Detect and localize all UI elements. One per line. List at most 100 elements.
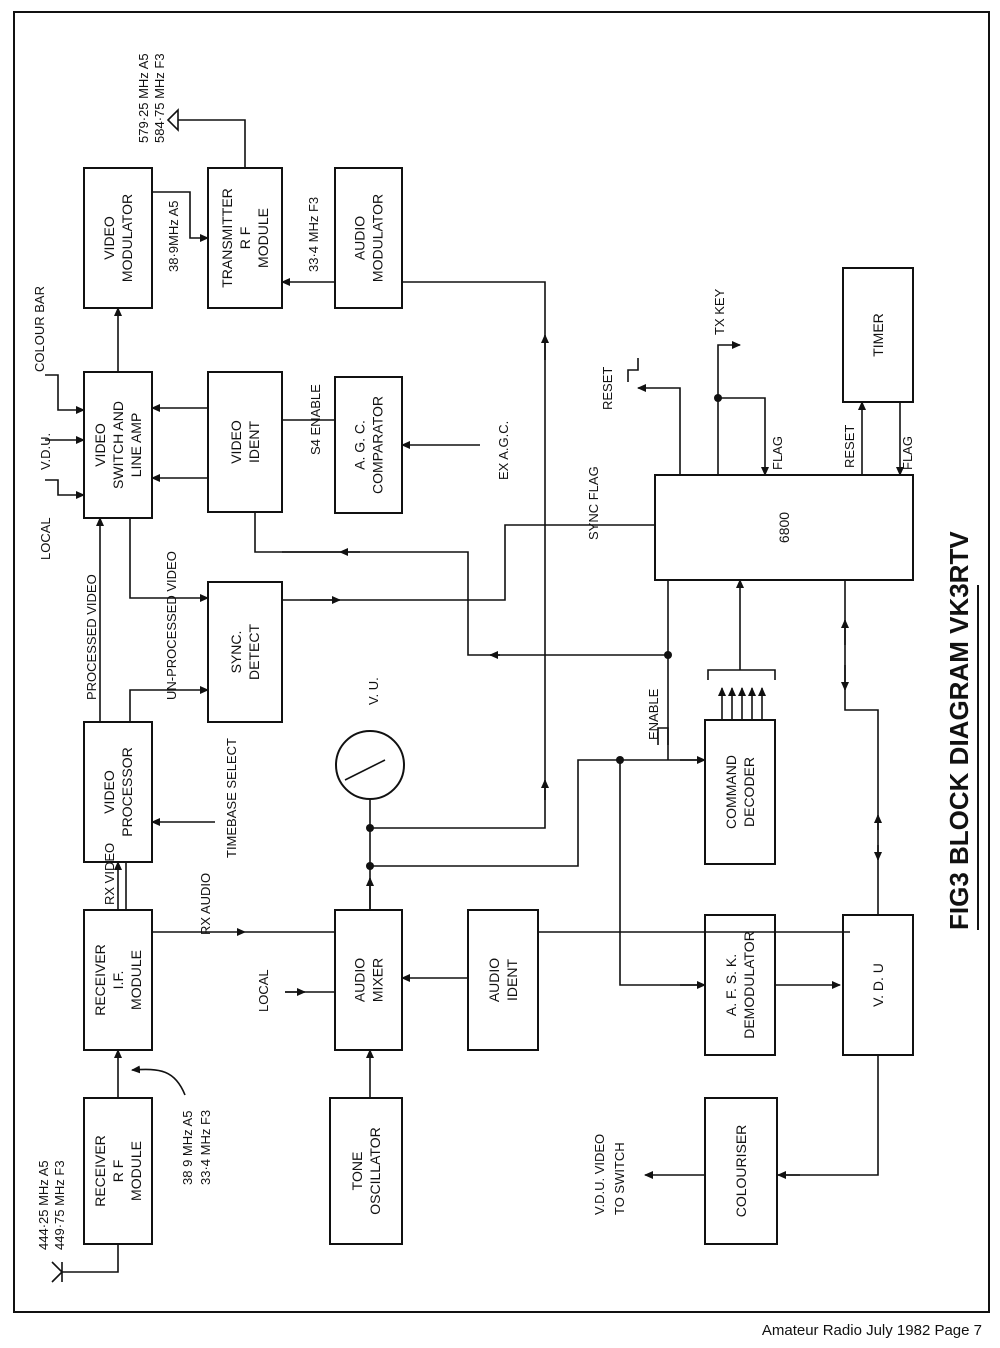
label-if-freq-a5: 38 9 MHz A5 — [180, 1111, 195, 1185]
block-label-line: IDENT — [504, 959, 520, 1001]
label-reset-cpu: RESET — [600, 367, 615, 410]
block-cpu: 6800 — [654, 474, 914, 581]
block-label: A. G. C.COMPARATOR — [352, 396, 386, 494]
block-label-line: RECEIVER — [92, 1135, 108, 1207]
label-to-switch: TO SWITCH — [612, 1142, 627, 1215]
page-border — [13, 11, 990, 1313]
label-tx-freq-f3: 584·75 MHz F3 — [152, 53, 167, 143]
block-label: 6800 — [776, 512, 792, 543]
block-label-line: MODULE — [128, 950, 144, 1010]
block-label-line: 6800 — [776, 512, 792, 543]
block-label: TIMER — [870, 313, 886, 357]
block-afsk-demodulator: A. F. S. K.DEMODULATOR — [704, 914, 776, 1056]
block-label-line: A. G. C. — [352, 420, 368, 470]
block-label-line: TRANSMITTER — [219, 188, 235, 288]
page-footer: Amateur Radio July 1982 Page 7 — [761, 1322, 982, 1339]
label-rx-video: RX VIDEO — [102, 843, 117, 905]
block-label-line: MODULATOR — [370, 194, 386, 282]
block-label-line: AUDIO — [486, 958, 502, 1002]
junction-dots — [366, 394, 722, 870]
block-label-line: SYNC. — [228, 631, 244, 674]
block-label-line: SWITCH AND — [110, 401, 126, 489]
antenna-icon — [51, 1261, 63, 1283]
label-vmod-freq: 38·9MHz A5 — [166, 200, 181, 272]
block-label-line: PROCESSOR — [119, 747, 135, 836]
block-label-line: MODULATOR — [119, 194, 135, 282]
block-agc-comparator: A. G. C.COMPARATOR — [334, 376, 403, 514]
block-label-line: VIDEO — [228, 420, 244, 464]
block-label-line: COLOURISER — [733, 1125, 749, 1218]
block-label-line: VIDEO — [92, 423, 108, 467]
block-label: SYNC.DETECT — [228, 624, 262, 680]
block-label: V. D. U — [870, 963, 886, 1007]
label-ex-agc: EX A.G.C. — [496, 421, 511, 480]
label-local-audio: LOCAL — [256, 969, 271, 1012]
block-label-line: I.F. — [110, 971, 126, 990]
label-vdu-in: V.D.U. — [38, 433, 53, 470]
block-label-line: VIDEO — [101, 770, 117, 814]
block-label-line: IDENT — [246, 421, 262, 463]
block-label-line: DETECT — [246, 624, 262, 680]
block-label-line: RECEIVER — [92, 944, 108, 1016]
block-label-line: AUDIO — [352, 958, 368, 1002]
block-label-line: V. D. U — [870, 963, 886, 1007]
block-label-line: TONE — [349, 1152, 365, 1191]
block-label-line: TIMER — [870, 313, 886, 357]
block-label-line: COMPARATOR — [370, 396, 386, 494]
label-rx-freq-f3: 449·75 MHz F3 — [52, 1160, 67, 1250]
label-rx-audio: RX AUDIO — [198, 873, 213, 935]
block-label: A. F. S. K.DEMODULATOR — [723, 931, 757, 1039]
label-processed-video: PROCESSED VIDEO — [84, 574, 99, 700]
block-label-line: LINE AMP — [128, 413, 144, 478]
label-sync-flag: SYNC FLAG — [586, 466, 601, 540]
label-vdu-video: V.D.U. VIDEO — [592, 1134, 607, 1215]
block-label-line: OSCILLATOR — [367, 1127, 383, 1214]
diagram-title: FIG3 BLOCK DIAGRAM VK3RTV — [944, 531, 974, 930]
block-label-line: R F — [110, 1160, 126, 1183]
label-rx-freq-a5: 444·25 MHz A5 — [36, 1160, 51, 1250]
block-timer: TIMER — [842, 267, 914, 403]
antenna-icon — [166, 108, 179, 132]
label-unprocessed-video: UN-PROCESSED VIDEO — [164, 551, 179, 700]
label-local-video: LOCAL — [38, 517, 53, 560]
block-sync-detect: SYNC.DETECT — [207, 581, 283, 723]
label-reset-timer: RESET — [842, 425, 857, 468]
label-flag-timer: FLAG — [900, 436, 915, 470]
label-amod-freq: 33·4 MHz F3 — [306, 197, 321, 272]
label-s4-enable: S4 ENABLE — [308, 384, 323, 455]
label-timebase-select: TIMEBASE SELECT — [224, 738, 239, 858]
label-tx-freq-a5: 579·25 MHz A5 — [136, 53, 151, 143]
label-if-freq-f3: 33·4 MHz F3 — [198, 1110, 213, 1185]
label-enable: ENABLE — [646, 688, 661, 740]
block-label-line: VIDEO — [101, 216, 117, 260]
block-colouriser: COLOURISER — [704, 1097, 778, 1245]
block-vdu: V. D. U — [842, 914, 914, 1056]
label-colour-bar: COLOUR BAR — [32, 286, 47, 372]
label-flag-cpu: FLAG — [770, 436, 785, 470]
block-label-line: A. F. S. K. — [723, 954, 739, 1016]
block-label-line: DEMODULATOR — [741, 931, 757, 1039]
label-vu: V. U. — [366, 677, 381, 705]
block-label-line: DECODER — [741, 757, 757, 827]
block-label-line: R F — [237, 227, 253, 250]
